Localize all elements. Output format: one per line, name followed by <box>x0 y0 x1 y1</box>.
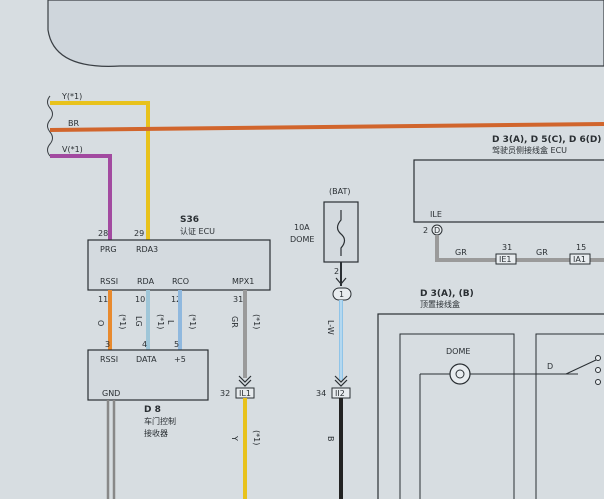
il1-label: IL1 <box>239 389 251 398</box>
s36-pin-10: 10 <box>135 295 145 304</box>
ii2-pin: 34 <box>316 389 326 398</box>
s36-rda: RDA <box>137 277 155 286</box>
ecu-right-subtitle: 驾驶员侧接线盒 ECU <box>492 145 567 155</box>
wire-label-lg: LG <box>134 316 143 327</box>
ii2-label: II2 <box>335 389 345 398</box>
s36-pin-28: 28 <box>98 229 108 238</box>
ii2-arrow-2 <box>334 379 348 387</box>
fuse-pin-2: 2 <box>334 267 339 276</box>
il1-arrow <box>238 375 252 383</box>
dome-lamp-icon <box>449 363 471 385</box>
wire-gray-right <box>435 235 604 262</box>
top-paper-edge <box>47 0 604 67</box>
d8-subtitle-1: 车门控制 <box>144 416 176 426</box>
junction-subtitle: 顶置接线盒 <box>420 299 460 309</box>
d8-pin-5: 5 <box>174 340 179 349</box>
wire-label-y1: Y(*1) <box>61 92 82 101</box>
junction-inner <box>399 333 515 499</box>
wire-label-y-bottom-note: (*1) <box>252 430 261 445</box>
d8-pin-3: 3 <box>105 340 110 349</box>
wire-label-o-note: (*1) <box>118 314 127 329</box>
wire-label-v1: V(*1) <box>62 145 83 154</box>
il1-pin: 32 <box>220 389 230 398</box>
fuse-arrow <box>335 277 347 285</box>
bat-label: (BAT) <box>329 187 350 196</box>
junction-inner-right <box>535 333 604 499</box>
ecu-right-box <box>413 159 604 223</box>
wire-label-lg-note: (*1) <box>156 314 165 329</box>
wire-brown <box>49 122 604 132</box>
ia1-label: IA1 <box>573 255 586 264</box>
s36-pin-11: 11 <box>98 295 108 304</box>
junction-d-label: D <box>547 362 553 371</box>
switch-contact-2 <box>595 367 601 373</box>
ia1-pin: 15 <box>576 243 586 252</box>
junction-outer <box>377 313 604 499</box>
s36-subtitle: 认证 ECU <box>180 226 215 236</box>
switch-contact-1 <box>595 355 601 361</box>
d8-receiver-box <box>87 349 209 401</box>
s36-rco: RCO <box>172 277 189 286</box>
s36-mpx1: MPX1 <box>232 277 254 286</box>
fuse-name: DOME <box>290 235 314 244</box>
fuse-icon <box>336 210 346 256</box>
ie1-connector <box>495 253 517 265</box>
connector-1-label: 1 <box>339 290 344 299</box>
d8-data: DATA <box>136 355 157 364</box>
wire-label-l-note: (*1) <box>188 314 197 329</box>
wire-label-l: L <box>166 320 175 325</box>
dome-lamp-filament <box>455 369 465 379</box>
ia1-connector <box>569 253 591 265</box>
d8-subtitle-2: 接收器 <box>144 428 168 438</box>
ie1-label: IE1 <box>499 255 512 264</box>
wire-yellow <box>50 101 150 240</box>
ecu-right-ile: ILE <box>430 210 442 219</box>
junction-title: D 3(A), (B) <box>420 289 474 299</box>
switch-lever <box>565 359 597 375</box>
d8-pin-4: 4 <box>142 340 147 349</box>
wire-label-gr-b: GR <box>536 248 548 257</box>
wire-label-gr: GR <box>230 316 239 328</box>
ie1-pin: 31 <box>502 243 512 252</box>
wire-violet <box>50 154 112 240</box>
wire-label-gr-note: (*1) <box>252 314 261 329</box>
s36-pin-29: 29 <box>134 229 144 238</box>
d8-plus5: +5 <box>174 355 186 364</box>
d8-title: D 8 <box>144 405 161 415</box>
s36-prg: PRG <box>100 245 117 254</box>
ii2-arrow <box>334 375 348 383</box>
s36-rssi: RSSI <box>100 277 118 286</box>
ecu-right-pin-2: 2 <box>423 226 428 235</box>
s36-rda3: RDA3 <box>136 245 158 254</box>
il1-arrow-2 <box>238 379 252 387</box>
fuse-rating: 10A <box>294 223 310 232</box>
switch-contact-3 <box>595 379 601 385</box>
s36-title: S36 <box>180 215 199 225</box>
d8-gnd: GND <box>102 389 120 398</box>
wire-label-b: B <box>326 436 335 442</box>
s36-pin-12: 12 <box>171 295 181 304</box>
wire-label-lw: L-W <box>326 320 335 335</box>
wire-break-mark <box>47 95 53 157</box>
ecu-right-title: D 3(A), D 5(C), D 6(D) <box>492 135 601 145</box>
junction-dome-label: DOME <box>446 347 470 356</box>
ecu-right-pin-d: D <box>434 226 440 235</box>
s36-pin-31: 31 <box>233 295 243 304</box>
wire-label-br: BR <box>68 119 79 128</box>
wire-label-o: O <box>96 320 105 326</box>
d8-rssi: RSSI <box>100 355 118 364</box>
wire-label-gr-a: GR <box>455 248 467 257</box>
wire-label-y-bottom: Y <box>230 435 239 441</box>
